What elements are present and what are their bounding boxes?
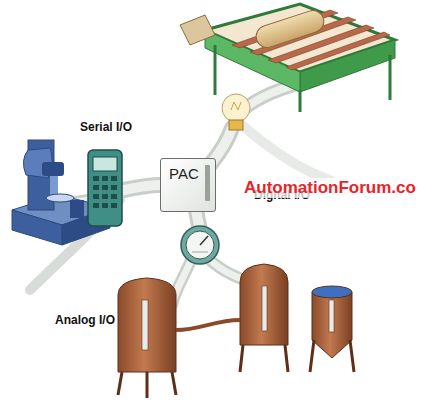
handheld-terminal (88, 150, 122, 226)
conveyor-machine (180, 4, 395, 112)
io-label: Analog I/O (54, 313, 116, 327)
node-text: PAC (169, 165, 207, 182)
led-strip (205, 165, 210, 201)
io-label: Serial I/O (79, 120, 133, 134)
controller-box: PAC (160, 158, 216, 212)
lightbulb (222, 94, 250, 130)
process-tanks (118, 264, 354, 398)
watermark: AutomationForum.co (243, 178, 417, 198)
pressure-gauge (181, 226, 219, 264)
